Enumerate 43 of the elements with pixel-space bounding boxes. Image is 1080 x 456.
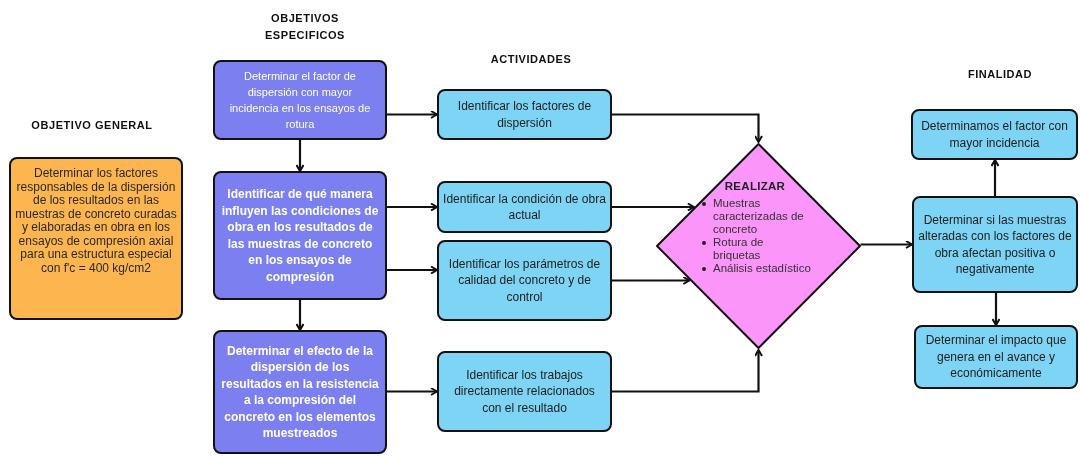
- arrow: [387, 110, 438, 119]
- box-text: Determinar el impacto que genera en el avance y económicamente: [924, 332, 1068, 382]
- column-heading: OBJETIVO GENERAL: [30, 118, 154, 133]
- arrow: [612, 202, 695, 212]
- box-text: Determinar los factores responsables de la dispersión de los resultados en las muestras de concreto curadas y elaboradas en obra en los ensayos de compresión axial para una estructura especial con f'c = 400 kg/cm2: [15, 167, 177, 275]
- process-box: [912, 196, 1078, 293]
- arrow: [990, 159, 1000, 196]
- process-box: [437, 240, 612, 321]
- process-box: [213, 60, 387, 140]
- process-box: [437, 89, 612, 140]
- arrow: [991, 293, 1001, 326]
- bullet-item: Rotura de briquetas: [699, 236, 811, 263]
- process-box: [213, 330, 387, 454]
- arrow: [860, 240, 913, 249]
- process-box: [437, 351, 612, 432]
- arrow: [295, 140, 305, 172]
- box-text: Determinar el factor de dispersión con mayor incidencia en los ensayos de rotura: [228, 69, 372, 132]
- box-text: Determinar si las muestras alteradas con los factores de obra afectan positiva o negativamente: [918, 211, 1072, 278]
- box-text: Identificar los factores de dispersión: [456, 98, 593, 131]
- arrow: [387, 265, 438, 275]
- process-box: [9, 157, 183, 320]
- arrow: [612, 349, 763, 393]
- column-heading: OBJETIVOS ESPECIFICOS: [264, 11, 346, 43]
- box-text: Determinamos el factor con mayor incidencia: [920, 118, 1069, 151]
- box-text: Determinar el efecto de la dispersión de los resultados en la resistencia a la compresión del concreto en los elementos muestreados: [220, 342, 380, 442]
- arrow: [612, 276, 691, 285]
- box-text: Identificar la condición de obra actual: [443, 190, 606, 224]
- bullet-item: Análisis estadístico: [699, 262, 811, 276]
- box-text: Identificar de qué manera influyen las condiciones de obra en los resultados de las muestras de concreto en los ensayos de compresión: [220, 186, 380, 285]
- process-box: [914, 325, 1078, 389]
- process-box: [213, 171, 387, 300]
- process-box: [911, 109, 1078, 160]
- box-text: Identificar los parámetros de calidad del concreto y de control: [447, 255, 602, 306]
- box-text: Identificar los trabajos directamente relacionados con el resultado: [453, 366, 596, 417]
- bullet-item: Muestras caracterizadas de concreto: [699, 197, 811, 237]
- column-heading: ACTIVIDADES: [489, 52, 573, 67]
- arrow: [295, 300, 305, 331]
- arrow: [387, 387, 438, 396]
- process-box: [437, 181, 612, 233]
- diamond-heading: REALIZAR: [723, 179, 787, 194]
- arrow: [387, 202, 438, 212]
- arrow: [612, 113, 763, 143]
- column-heading: FINALIDAD: [966, 67, 1034, 82]
